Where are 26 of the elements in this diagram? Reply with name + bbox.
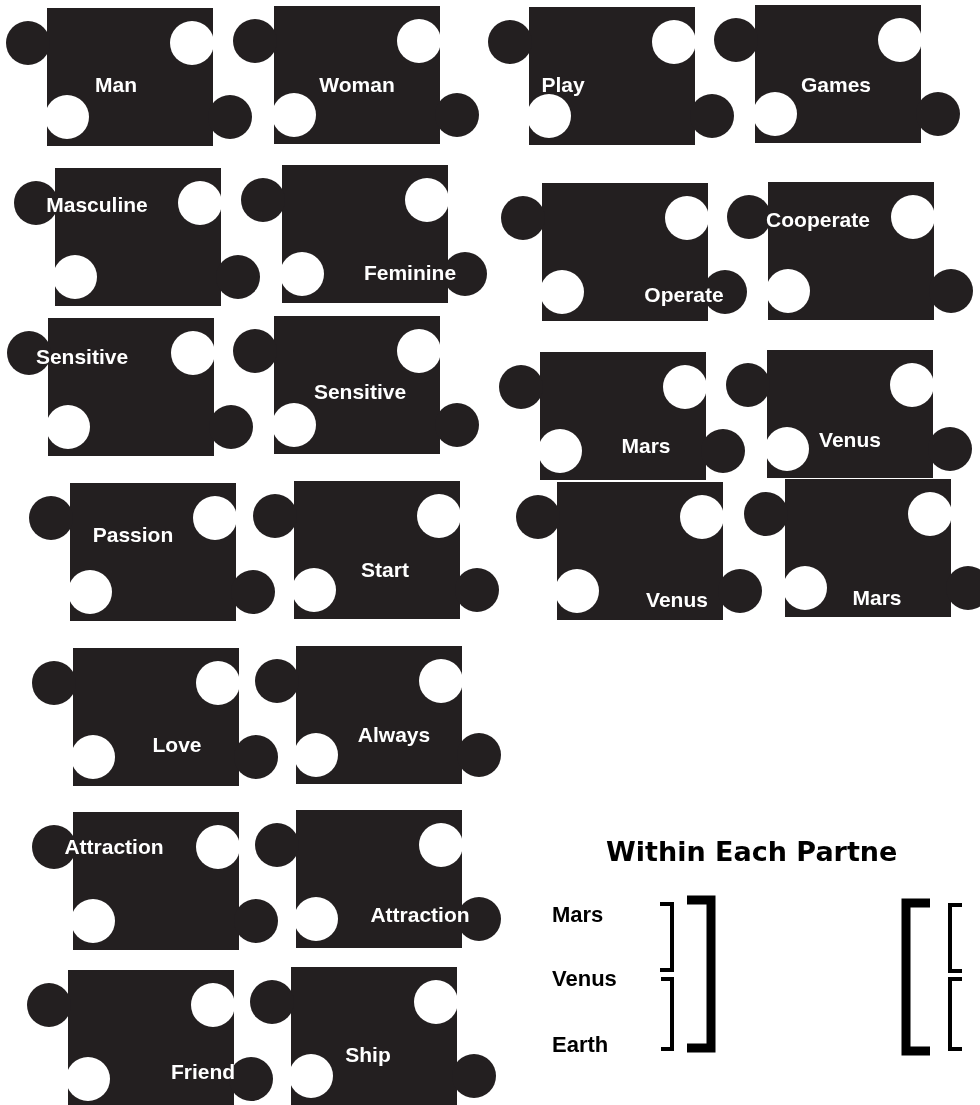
piece-label: Sensitive bbox=[313, 380, 407, 404]
piece-label: Mars bbox=[852, 586, 902, 610]
piece-label: Ship bbox=[345, 1043, 391, 1067]
planet-label: Earth bbox=[552, 1032, 609, 1058]
piece-label: Mars bbox=[621, 434, 671, 458]
piece-label: Always bbox=[357, 723, 431, 747]
piece-label: Cooperate bbox=[766, 208, 870, 232]
piece-label: Passion bbox=[92, 523, 174, 547]
piece-label: Attraction bbox=[370, 903, 470, 927]
piece-label: Play bbox=[541, 73, 585, 97]
piece-label: Love bbox=[152, 733, 202, 757]
piece-label: Friend bbox=[170, 1060, 236, 1084]
piece-label: Operate bbox=[644, 283, 724, 307]
planet-label: Venus bbox=[552, 966, 617, 992]
piece-label: Attraction bbox=[64, 835, 164, 859]
piece-label: Feminine bbox=[363, 261, 457, 285]
piece-label: Man bbox=[95, 73, 137, 97]
planet-label: Mars bbox=[552, 902, 604, 928]
piece-label: Sensitive bbox=[35, 345, 129, 369]
piece-label: Masculine bbox=[46, 193, 148, 217]
heading: Within Each Partne bbox=[606, 836, 898, 867]
piece-label: Venus bbox=[646, 588, 708, 612]
piece-label: Venus bbox=[819, 428, 881, 452]
piece-label: Start bbox=[361, 558, 409, 582]
piece-label: Woman bbox=[319, 73, 395, 97]
piece-label: Games bbox=[801, 73, 871, 97]
